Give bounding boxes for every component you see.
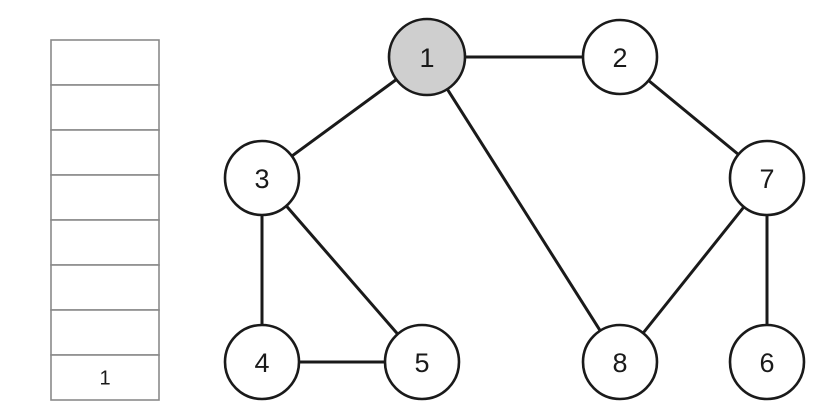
graph-node-7[interactable]: 7 (728, 139, 806, 217)
stack-cell (50, 264, 160, 311)
graph-edge-3-5 (284, 204, 400, 336)
stack-cell-box (50, 219, 160, 266)
graph-node-label-2: 2 (612, 43, 627, 73)
stack-column: 1 (50, 39, 160, 401)
graph-nodes: 1 2 3 7 4 5 8 6 (223, 17, 806, 401)
stack-cell-box (50, 84, 160, 131)
graph-node-label-4: 4 (254, 348, 269, 378)
graph-edges (260, 55, 769, 364)
stack-cell-box (50, 309, 160, 356)
graph-node-8[interactable]: 8 (581, 323, 659, 401)
graph-node-circle-2[interactable] (581, 18, 659, 96)
stack-cell-box (50, 129, 160, 176)
graph-edge-1-8 (445, 87, 603, 333)
graph-node-4[interactable]: 4 (223, 323, 301, 401)
graph-node-label-6: 6 (759, 348, 774, 378)
graph-node-circle-8[interactable] (581, 323, 659, 401)
stack-cell-box (50, 354, 160, 401)
graph-node-label-1: 1 (419, 43, 434, 73)
stack-cell (50, 129, 160, 176)
stack-cell (50, 39, 160, 86)
graph-node-1[interactable]: 1 (387, 17, 467, 97)
graph-node-circle-3[interactable] (223, 139, 301, 217)
stack-cell (50, 309, 160, 356)
stack-cell-box (50, 174, 160, 221)
graph-node-label-3: 3 (254, 164, 269, 194)
stack-cell (50, 219, 160, 266)
graph-node-circle-7[interactable] (728, 139, 806, 217)
graph-node-label-8: 8 (612, 348, 627, 378)
stack-cell (50, 174, 160, 221)
graph-edge-2-7 (646, 78, 741, 157)
stack-cell (50, 84, 160, 131)
graph-node-circle-1[interactable] (387, 17, 467, 97)
graph-node-5[interactable]: 5 (383, 323, 461, 401)
graph-node-3[interactable]: 3 (223, 139, 301, 217)
graph-node-circle-4[interactable] (223, 323, 301, 401)
graph-node-6[interactable]: 6 (728, 323, 806, 401)
graph-node-2[interactable]: 2 (581, 18, 659, 96)
stack-cell-label: 1 (99, 368, 110, 390)
graph-edge-7-8 (641, 205, 746, 335)
stack-cell: 1 (50, 354, 160, 401)
stack-cell-box (50, 264, 160, 311)
graph-node-circle-5[interactable] (383, 323, 461, 401)
stack-cell-box (50, 39, 160, 86)
graph-edge-1-3 (290, 77, 399, 158)
graph-node-circle-6[interactable] (728, 323, 806, 401)
graph-node-label-5: 5 (414, 348, 429, 378)
graph-node-label-7: 7 (759, 164, 774, 194)
